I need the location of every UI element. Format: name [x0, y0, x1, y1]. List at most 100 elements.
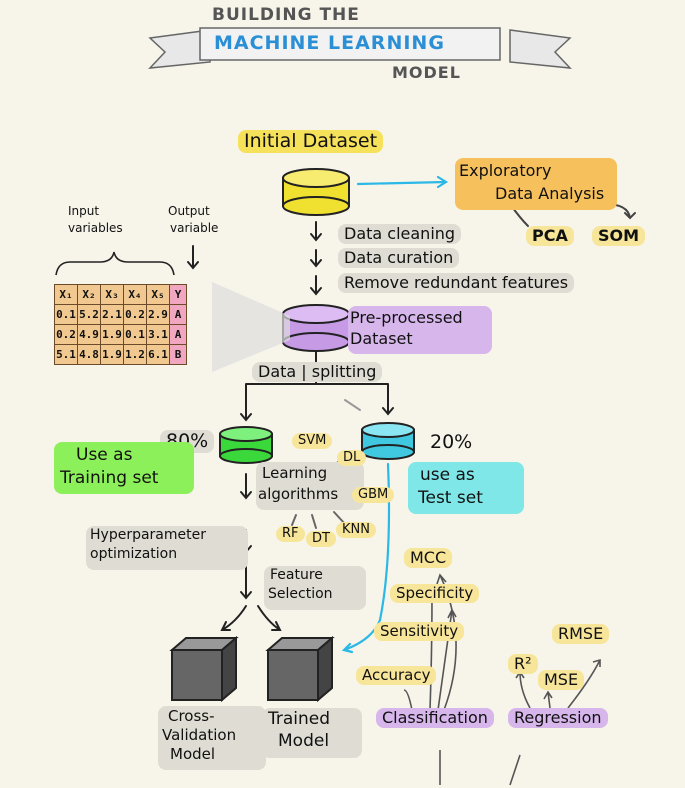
- output-label-line1: Output: [168, 204, 210, 218]
- preprocessed-cylinder-icon: [282, 304, 350, 352]
- training-set-box: Use as Training set: [54, 442, 194, 494]
- data-curation-label: Data curation: [338, 248, 460, 268]
- rf-label: RF: [276, 526, 305, 543]
- arrow-to-r2: [515, 670, 531, 709]
- table-cell: 0.2: [123, 304, 147, 325]
- preprocessed-line2: Dataset: [350, 329, 413, 348]
- cv-line3: Model: [170, 745, 216, 763]
- arrow-feature-down: [240, 565, 252, 600]
- arrow-to-sensitivity: [427, 593, 437, 711]
- table-cell: 5.2: [77, 304, 101, 325]
- dt-label: DT: [306, 531, 336, 548]
- table-cell: A: [169, 304, 187, 325]
- cv-model-cube-icon: [169, 635, 239, 703]
- line-into-regression: [509, 754, 521, 786]
- input-label-line1: Input: [68, 204, 100, 218]
- input-bracket: [55, 251, 175, 276]
- r2-label: R²: [508, 654, 538, 674]
- table-cell: 2.1: [100, 304, 124, 325]
- table-cell: 3.1: [146, 324, 170, 345]
- regression-label: Regression: [508, 708, 608, 728]
- cv-line1: Cross-: [168, 707, 215, 725]
- arrow-to-eda: [356, 175, 449, 189]
- trained-line1: Trained: [268, 709, 331, 729]
- eda-box: Exploratory Data Analysis: [455, 158, 617, 210]
- table-cell: 4.8: [77, 344, 101, 365]
- arrow-to-mse: [543, 690, 553, 709]
- banner-right-tail: [509, 29, 572, 69]
- pca-label: PCA: [526, 226, 574, 246]
- gbm-label: GBM: [352, 487, 395, 504]
- mcc-label: MCC: [404, 548, 453, 568]
- table-cell: B: [169, 344, 187, 365]
- arrow-1: [310, 221, 322, 242]
- dl-label: DL: [337, 450, 367, 467]
- initial-dataset-cylinder-icon: [282, 168, 350, 216]
- trained-line2: Model: [278, 731, 330, 751]
- hyper-line2: optimization: [90, 546, 178, 562]
- table-row: 5.1 4.8 1.9 1.2 6.1 B: [54, 344, 187, 365]
- table-row: 0.1 5.2 2.1 0.2 2.9 A: [54, 304, 187, 325]
- table-row: 0.2 4.9 1.9 0.1 3.1 A: [54, 324, 187, 345]
- arrow-to-rmse: [567, 658, 601, 709]
- table-cell: 1.9: [100, 344, 124, 365]
- title-line1: BUILDING THE: [212, 5, 360, 25]
- arrow-to-cv: [220, 605, 247, 631]
- training-cylinder-icon: [219, 426, 273, 464]
- table-cell: X₂: [77, 284, 101, 305]
- banner-ribbon: [199, 27, 501, 61]
- arrow-3: [310, 275, 322, 296]
- input-label-line2: variables: [68, 221, 123, 235]
- initial-dataset-label: Initial Dataset: [238, 130, 384, 153]
- specificity-label: Specificity: [390, 584, 480, 603]
- rmse-label: RMSE: [552, 624, 610, 644]
- feature-selection-box: Feature Selection: [264, 566, 366, 610]
- remove-redundant-label: Remove redundant features: [338, 273, 575, 293]
- table-cell: X₄: [123, 284, 147, 305]
- table-cell: X₅: [146, 284, 170, 305]
- arrow-split-tick: [344, 399, 361, 411]
- alg-arrow-dt: [311, 514, 317, 529]
- feature-line2: Selection: [268, 586, 333, 602]
- title-line3: MODEL: [392, 63, 461, 82]
- table-cell: 4.9: [77, 324, 101, 345]
- dataset-table: X₁ X₂ X₃ X₄ X₅ Y 0.1 5.2 2.1 0.2 2.9 A 0…: [54, 284, 187, 365]
- test-cylinder-icon: [361, 422, 415, 460]
- table-cell: A: [169, 324, 187, 345]
- table-cell: 0.1: [123, 324, 147, 345]
- knn-label: KNN: [336, 522, 376, 539]
- hyper-line1: Hyperparameter: [90, 527, 206, 543]
- mse-label: MSE: [538, 670, 585, 690]
- training-line1: Use as: [76, 445, 133, 465]
- training-line2: Training set: [60, 468, 159, 488]
- table-cell: 6.1: [146, 344, 170, 365]
- table-cell: 1.2: [123, 344, 147, 365]
- feature-line1: Feature: [270, 567, 323, 583]
- hyperparameter-box: Hyperparameter optimization: [86, 526, 248, 570]
- eda-line2: Data Analysis: [495, 184, 605, 203]
- test-line1: use as: [420, 465, 475, 485]
- trained-model-cube-icon: [265, 635, 335, 703]
- table-header-row: X₁ X₂ X₃ X₄ X₅ Y: [54, 284, 187, 305]
- table-cell: 5.1: [54, 344, 78, 365]
- table-cell: X₃: [100, 284, 124, 305]
- output-arrow: [187, 245, 199, 270]
- preprocessed-box: Pre-processed Dataset: [348, 306, 492, 354]
- learning-algorithms-box: Learning algorithms: [256, 462, 364, 510]
- svm-label: SVM: [292, 433, 333, 450]
- classification-label: Classification: [376, 708, 494, 728]
- arrow-test-to-model: [341, 462, 391, 654]
- arrow-train-down: [240, 473, 252, 500]
- arrow-to-accuracy: [403, 689, 413, 711]
- table-cell: 0.2: [54, 324, 78, 345]
- learning-line1: Learning: [262, 464, 328, 482]
- table-cell: 1.9: [100, 324, 124, 345]
- test-set-box: use as Test set: [408, 462, 524, 514]
- learning-line2: algorithms: [258, 485, 339, 503]
- data-cleaning-label: Data cleaning: [338, 224, 462, 244]
- sensitivity-label: Sensitivity: [374, 622, 465, 641]
- trained-model-box: Trained Model: [262, 708, 362, 758]
- alg-arrow-rf: [291, 514, 297, 526]
- test-line2: Test set: [418, 488, 483, 508]
